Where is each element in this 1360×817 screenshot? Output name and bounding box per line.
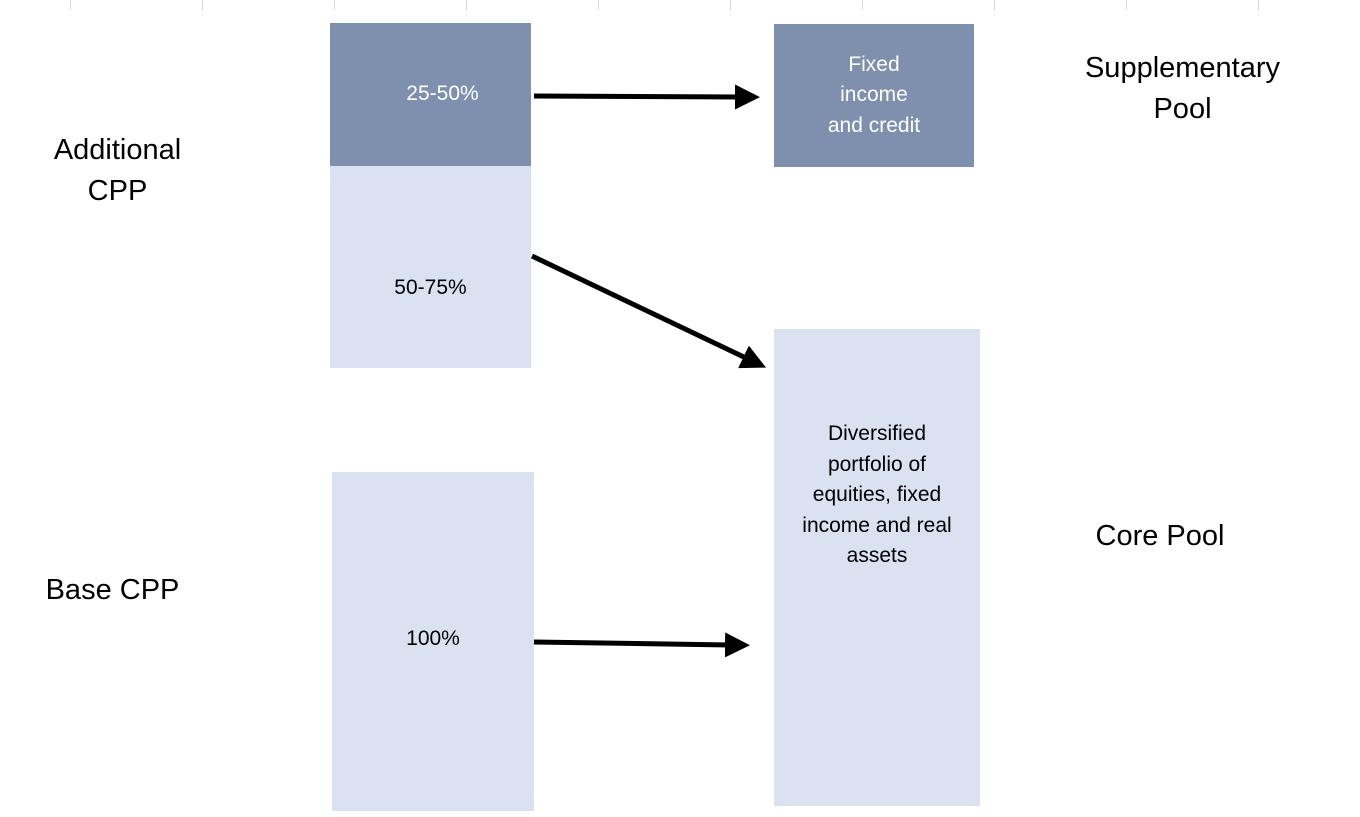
- ruler-tick: [862, 0, 863, 10]
- additional-bottom-share-label: 50-75%: [394, 275, 467, 299]
- ruler-tick: [1258, 0, 1259, 10]
- supplementary-flow-arrow: [533, 84, 760, 110]
- ruler-tick: [334, 0, 335, 10]
- additional-cpp-supplementary-share-box: 25-50%: [330, 23, 531, 166]
- base-cpp-label: Base CPP: [45, 574, 180, 606]
- ruler-tick: [730, 0, 731, 10]
- core-pool-description: Diversified portfolio of equities, fixed…: [802, 422, 952, 567]
- additional-top-share-label: 25-50%: [406, 82, 479, 106]
- supplementary-pool-description: Fixed income and credit: [827, 52, 921, 137]
- ruler-tick: [202, 0, 203, 10]
- supplementary-pool-box: Fixed income and credit: [774, 24, 974, 167]
- ruler-tick: [70, 0, 71, 10]
- supplementary-pool-label: Supplementary Pool: [1084, 52, 1281, 125]
- core-pool-box: Diversified portfolio of equities, fixed…: [774, 329, 980, 806]
- ruler-tick: [466, 0, 467, 10]
- additional-cpp-label: Additional CPP: [53, 134, 182, 207]
- ruler-tick: [994, 0, 995, 10]
- core-pool-label: Core Pool: [1095, 520, 1225, 552]
- ruler-tick: [598, 0, 599, 10]
- base-share-label: 100%: [406, 627, 460, 651]
- base-core-flow-arrow: [533, 632, 750, 658]
- additional-cpp-core-share-box: 50-75%: [330, 166, 531, 368]
- ruler-tick: [1126, 0, 1127, 10]
- base-cpp-share-box: 100%: [332, 472, 534, 811]
- additional-core-flow-arrow: [530, 253, 767, 369]
